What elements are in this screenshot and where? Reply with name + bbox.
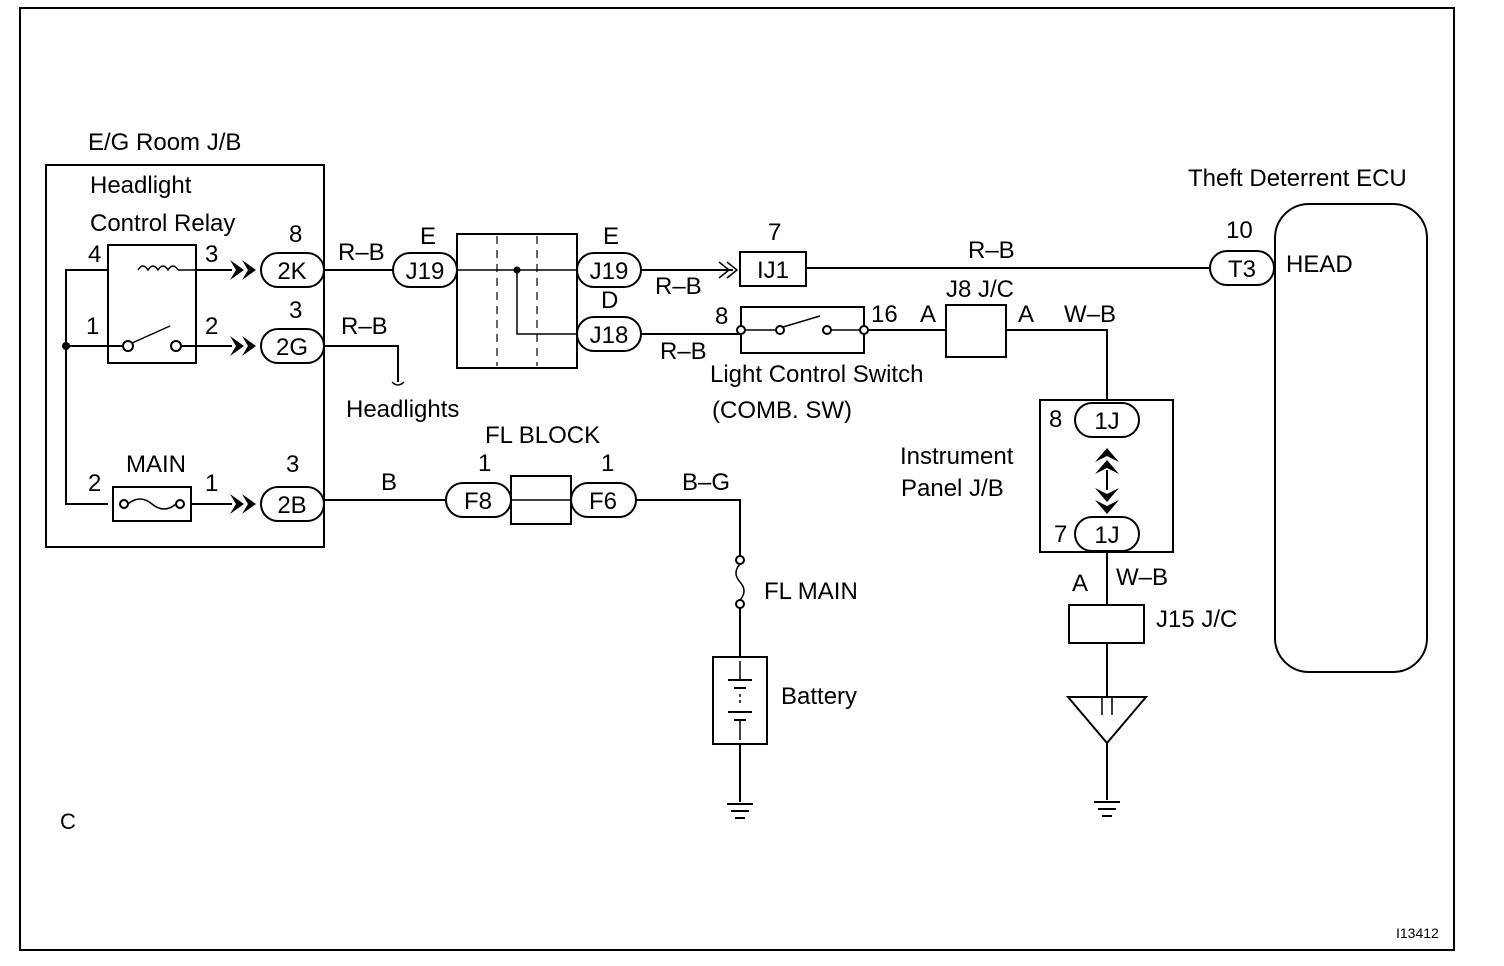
wire-bg-label: B–G — [682, 469, 730, 496]
connector-arrow-icon — [718, 261, 739, 279]
j15-jc-ground: A W–B J15 J/C — [1065, 552, 1237, 817]
fuse-pin-1: 1 — [205, 470, 218, 497]
fl-block-label: FL BLOCK — [485, 422, 600, 449]
connector-1j-top-pin: 8 — [1049, 406, 1062, 433]
wire-rb-label-5: R–B — [660, 338, 707, 365]
switch-label-line2: (COMB. SW) — [712, 397, 852, 424]
connector-arrow-icon — [230, 494, 256, 514]
wire-wb-label-1: W–B — [1064, 301, 1116, 328]
relay-pin-2: 2 — [205, 313, 218, 340]
wire-j18-switch: R–B 8 16 Light Control Switch (COMB. SW)… — [641, 276, 1116, 424]
relay-pin-1: 1 — [86, 313, 99, 340]
fuse-icon — [112, 486, 192, 522]
corner-letter: C — [60, 809, 76, 834]
diagram-frame — [19, 7, 1455, 951]
headlights-label: Headlights — [346, 396, 459, 423]
connector-arrow-icon — [230, 260, 256, 280]
fl-block-fuse-icon — [510, 475, 572, 525]
fusible-link-icon — [735, 555, 745, 609]
relay-pin-3: 3 — [205, 241, 218, 268]
connector-2b: 2B — [260, 486, 325, 522]
connector-1j-bottom-pin: 7 — [1054, 521, 1067, 548]
shield-ground-icon — [1065, 696, 1149, 745]
relay-label-line2: Control Relay — [90, 210, 235, 237]
ground-icon — [1094, 801, 1120, 817]
connector-2b-pin: 3 — [286, 451, 299, 478]
connector-ij1 — [739, 251, 807, 287]
fuse-pin-2: 2 — [88, 470, 101, 497]
instrument-panel-jb: Instrument Panel J/B 1J 8 1J 7 — [900, 399, 1174, 553]
eg-room-jb-title: E/G Room J/B — [88, 129, 241, 156]
ground-icon — [727, 803, 753, 819]
connector-2g-pin: 3 — [289, 297, 302, 324]
connector-arrow-icon — [1095, 448, 1119, 474]
connector-ij1-label: IJ1 — [757, 257, 789, 284]
wire-rb-label-1: R–B — [338, 239, 385, 266]
connector-f6-pin: 1 — [601, 450, 614, 477]
connector-f6-label: F6 — [589, 488, 617, 515]
connector-1j-bottom-label: 1J — [1094, 522, 1119, 549]
junction-j8-jc — [945, 304, 1007, 358]
connector-2k: 2K — [260, 252, 325, 288]
junction-j18-label: J18 — [590, 322, 629, 349]
ecu-title: Theft Deterrent ECU — [1188, 165, 1407, 192]
connector-1j-top — [1074, 402, 1140, 438]
junction-j19-left-pin: E — [420, 223, 436, 250]
connector-1j-top-label: 1J — [1094, 408, 1119, 435]
junction-j15-jc — [1068, 604, 1145, 644]
battery-label: Battery — [781, 683, 857, 710]
main-fuse-label: MAIN — [126, 451, 186, 478]
theft-deterrent-ecu: Theft Deterrent ECU T3 10 HEAD — [1188, 165, 1428, 673]
connector-2g: 2G — [260, 328, 325, 364]
fl-main-label: FL MAIN — [764, 578, 858, 605]
junction-j19-left-label: J19 — [406, 258, 445, 285]
switch-label-line1: Light Control Switch — [710, 361, 923, 388]
ecu-terminal-head: HEAD — [1286, 251, 1353, 278]
wire-2k-to-ecu: R–B J19 E J19 E J18 D R–B IJ1 7 R–B — [324, 219, 1210, 369]
instrument-panel-label-line1: Instrument — [900, 443, 1014, 470]
wire-2g-headlights: R–B Headlights — [324, 313, 459, 423]
connector-t3-label: T3 — [1228, 256, 1256, 283]
wire-rb-label-2: R–B — [341, 313, 388, 340]
figure-id: I13412 — [1396, 925, 1439, 941]
ecu-box — [1274, 203, 1428, 673]
relay-label-line1: Headlight — [90, 172, 192, 199]
connector-arrow-icon — [1095, 488, 1119, 514]
switch-pin-8: 8 — [715, 303, 728, 330]
wire-rb-label-4: R–B — [968, 237, 1015, 264]
connector-1j-bottom — [1074, 516, 1140, 552]
wire-2b-battery: B FL BLOCK F8 1 F6 1 B–G FL MAIN — [324, 422, 858, 819]
junction-j18-pin: D — [601, 287, 618, 314]
connector-t3-pin: 10 — [1226, 217, 1253, 244]
junction-j19-right-label: J19 — [590, 258, 629, 285]
junction-j19-right-pin: E — [603, 223, 619, 250]
connector-2b-label: 2B — [277, 492, 306, 519]
junction-connector-box — [456, 233, 578, 369]
switch-icon — [736, 306, 869, 354]
j8-jc-pin-left: A — [920, 301, 936, 328]
eg-room-jb-box — [45, 164, 325, 548]
eg-room-jb: E/G Room J/B Headlight Control Relay 4 3… — [45, 129, 325, 548]
connector-arrow-icon — [230, 336, 256, 356]
relay-pin-4: 4 — [88, 241, 101, 268]
switch-pin-16: 16 — [871, 301, 898, 328]
connector-2k-label: 2K — [277, 258, 306, 285]
connector-f8-label: F8 — [464, 488, 492, 515]
wire-wb-label-2: W–B — [1116, 564, 1168, 591]
j8-jc-label: J8 J/C — [946, 276, 1014, 303]
instrument-panel-label-line2: Panel J/B — [901, 475, 1004, 502]
j15-jc-pin: A — [1072, 570, 1088, 597]
connector-ij1-pin: 7 — [768, 219, 781, 246]
battery-icon — [712, 656, 768, 745]
wire-b-label: B — [381, 469, 397, 496]
wire-rb-label-3: R–B — [655, 273, 702, 300]
connector-t3 — [1209, 250, 1275, 286]
connector-2g-label: 2G — [276, 334, 308, 361]
j15-jc-label: J15 J/C — [1156, 606, 1237, 633]
j8-jc-pin-right: A — [1018, 301, 1034, 328]
connector-f8-pin: 1 — [478, 450, 491, 477]
connector-2k-pin: 8 — [289, 221, 302, 248]
splice-dot — [62, 342, 70, 350]
